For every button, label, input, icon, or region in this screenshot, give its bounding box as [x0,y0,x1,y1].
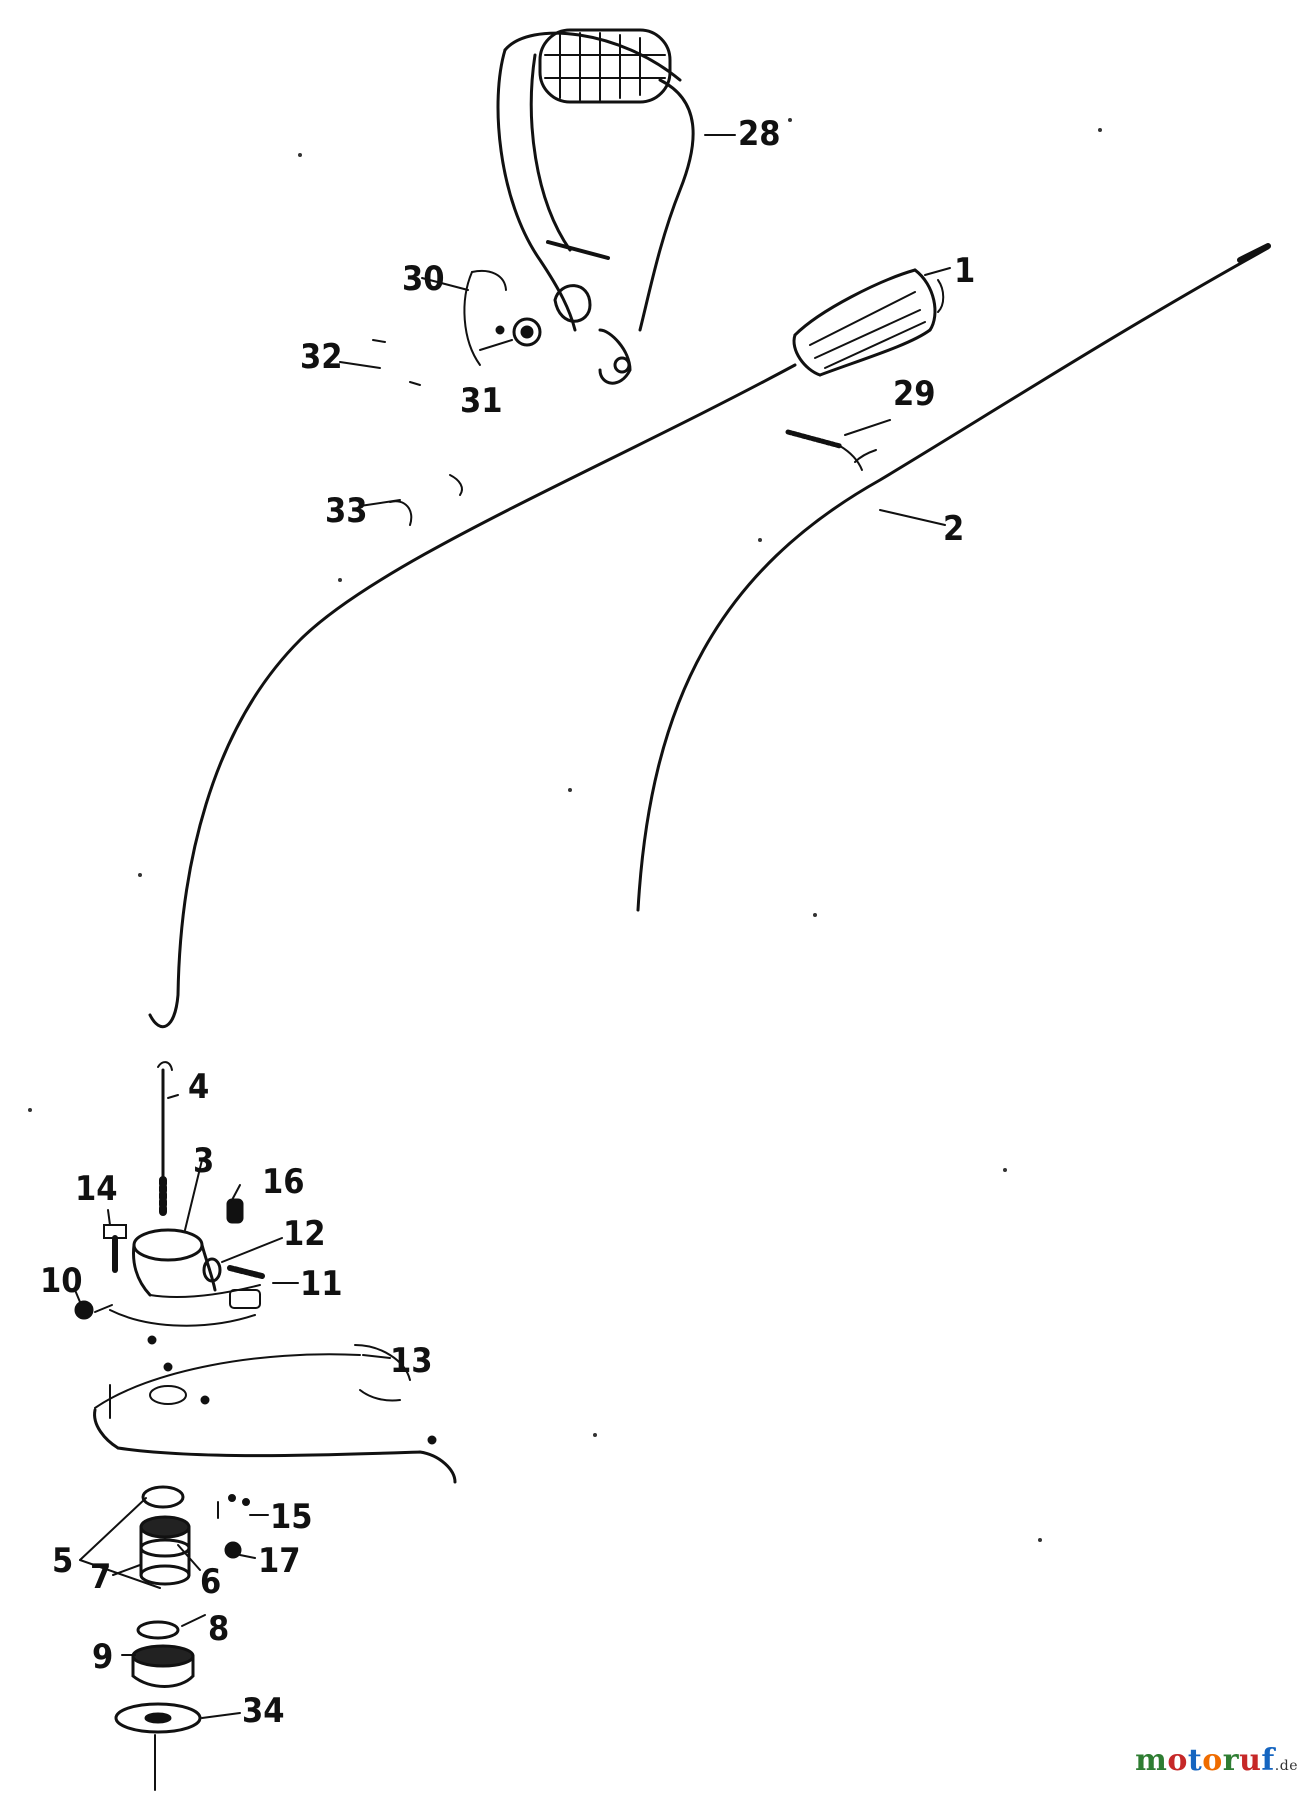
callout-6: 6 [200,1562,221,1602]
bolt-part-14 [103,1224,127,1273]
scan-specks [28,118,1102,1542]
callout-12: 12 [283,1214,326,1254]
watermark-suffix: .de [1274,1758,1298,1774]
watermark-letter-4: o [1202,1743,1223,1778]
screw-part-32 [372,339,421,386]
callout-15: 15 [270,1497,313,1537]
screw-part-16 [226,1198,244,1224]
spool-stack-part [114,1485,202,1791]
watermark-letter-5: r [1222,1743,1240,1778]
callout-30: 30 [402,259,445,299]
washer-nut-part [495,317,542,347]
clamp-plate-part [463,270,507,366]
callout-5: 5 [52,1541,73,1581]
callout-14: 14 [75,1169,118,1209]
handle-part [496,28,695,385]
callout-10: 10 [40,1261,83,1301]
callout-labels: 28 1 30 32 31 29 33 2 4 3 14 16 12 11 10… [40,114,975,1731]
spring-part-11 [227,1265,265,1279]
callout-9: 9 [92,1637,113,1677]
callout-7: 7 [90,1557,111,1597]
screws-part-15 [217,1494,250,1519]
callout-16: 16 [262,1162,305,1202]
gear-head-upper-part [109,1228,261,1327]
callout-33: 33 [325,491,368,531]
bushing-part-12 [202,1257,222,1283]
callout-32: 32 [300,337,343,377]
callout-8: 8 [208,1609,229,1649]
watermark-letter-6: u [1239,1743,1262,1778]
nut-part-10 [74,1300,113,1320]
spring-part-29 [785,429,877,471]
leader-lines [74,134,951,1719]
callout-29: 29 [893,374,936,414]
watermark-letter-3: t [1187,1743,1203,1778]
watermark-letter-2: o [1167,1743,1188,1778]
watermark-logo: motoruf.de [1135,1743,1298,1778]
callout-17: 17 [258,1541,301,1581]
callout-13: 13 [390,1341,433,1381]
grass-shield-part [93,1335,457,1484]
callout-1: 1 [954,251,975,291]
callout-4: 4 [188,1067,209,1107]
watermark-letter-1: m [1135,1743,1168,1778]
callout-3: 3 [193,1141,214,1181]
flex-cable-part [157,1061,173,1219]
callout-2: 2 [943,509,964,549]
callout-28: 28 [738,114,781,154]
callout-11: 11 [300,1264,343,1304]
watermark-letter-7: f [1261,1743,1275,1778]
nut-part-17 [224,1541,242,1559]
callout-34: 34 [242,1691,285,1731]
drive-shaft-tube-part [148,243,1271,1028]
callout-31: 31 [460,381,503,421]
throttle-grip-part [792,268,945,377]
